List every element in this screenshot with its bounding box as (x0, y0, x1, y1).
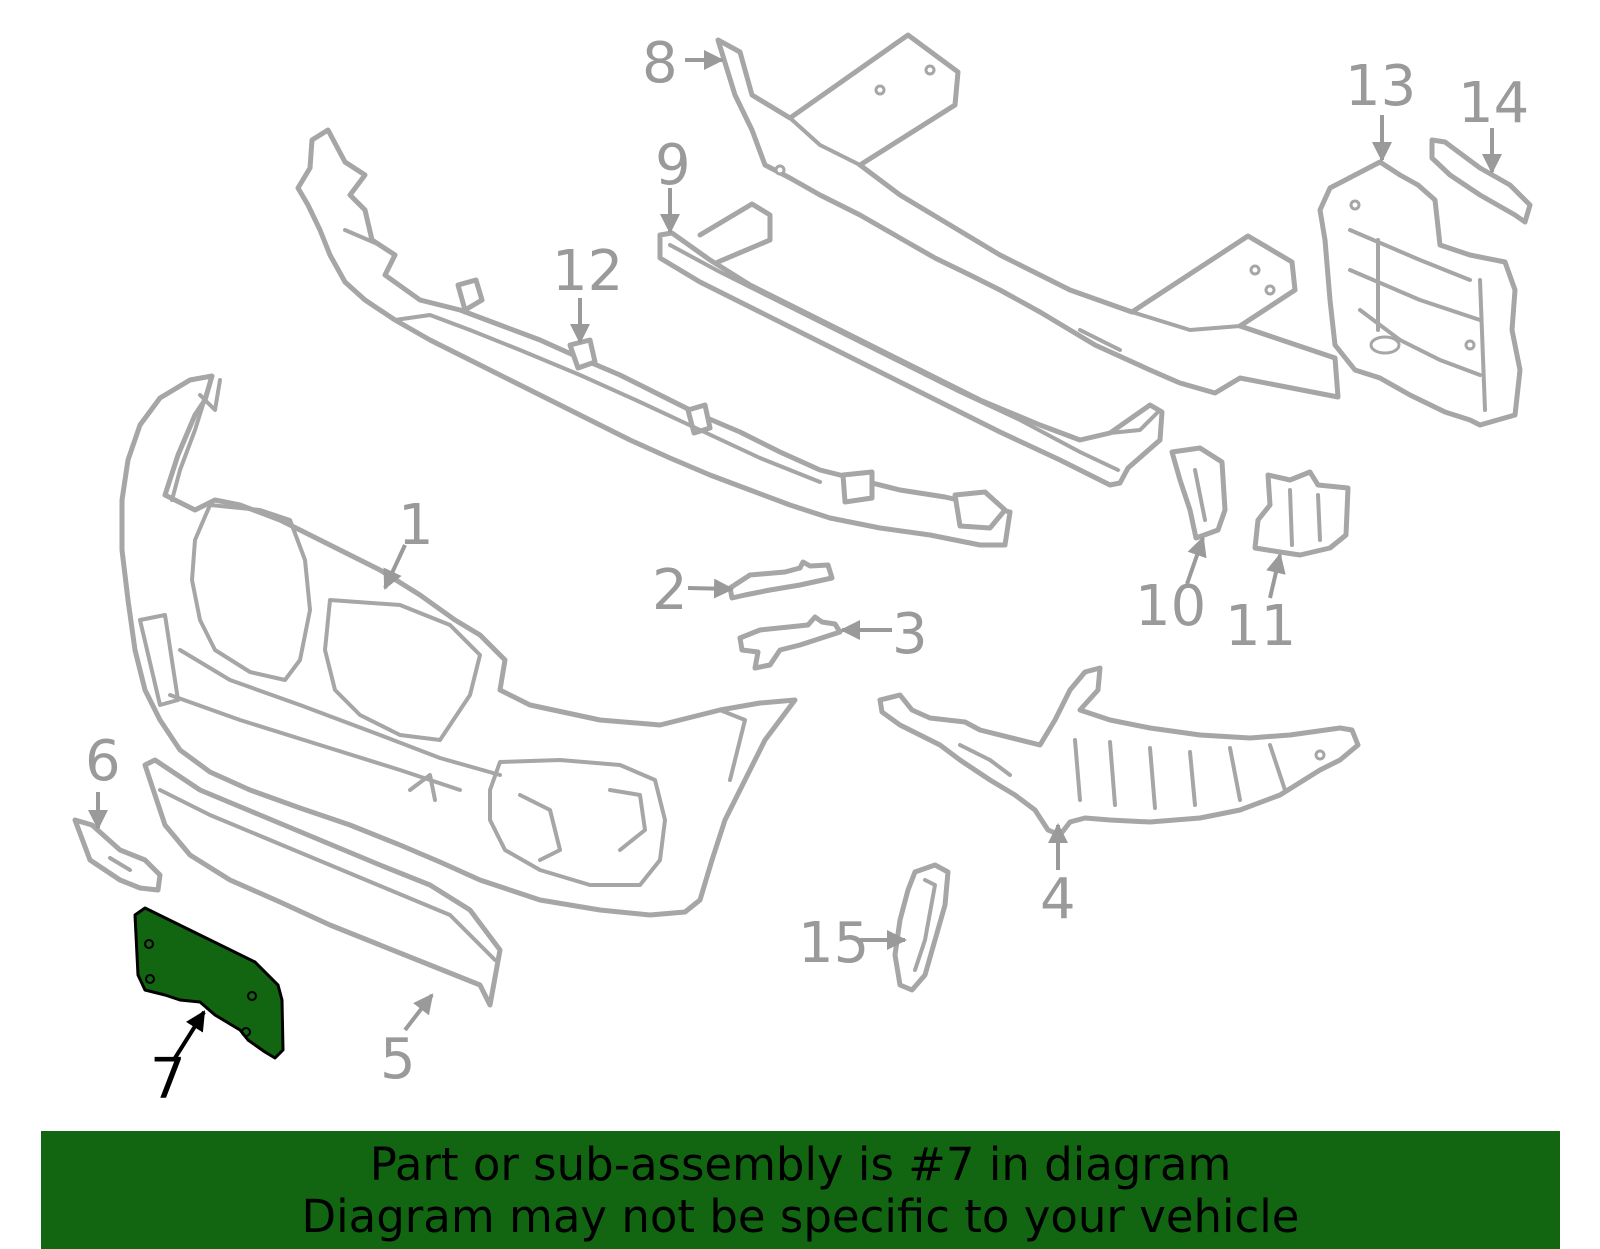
part-7-highlighted-bracket (133, 906, 285, 1060)
callout-7: 7 (150, 1047, 186, 1112)
part-14-strip (1429, 137, 1533, 225)
part-10-bracket (1169, 445, 1228, 541)
leader-5 (403, 993, 434, 1032)
part-5-lower-trim (142, 757, 503, 1008)
callout-3: 3 (892, 602, 928, 667)
callout-4: 4 (1040, 867, 1076, 932)
part-13-bracket-assembly (1317, 159, 1523, 428)
part-9-bumper-beam (657, 201, 1165, 488)
part-8-bumper-carrier-upper (715, 32, 1341, 400)
part-3-bracket (737, 614, 843, 671)
leader-2 (687, 578, 734, 599)
callout-13: 13 (1345, 54, 1416, 119)
callout-2: 2 (652, 558, 688, 623)
part-11-bracket (1252, 469, 1351, 558)
callout-12: 12 (552, 239, 623, 304)
callout-11: 11 (1225, 594, 1296, 659)
leader-1 (383, 544, 407, 590)
banner-line-part-number: Part or sub-assembly is #7 in diagram (369, 1138, 1232, 1191)
part-12-absorber-upper (295, 127, 1013, 548)
callout-5: 5 (380, 1027, 416, 1092)
callout-8: 8 (642, 31, 678, 96)
leader-lines (88, 50, 1502, 1060)
leader-10 (1185, 536, 1207, 585)
callout-labels: 1 2 3 4 5 6 7 8 9 10 11 12 13 14 15 (85, 31, 1529, 1112)
part-6-trim-piece (72, 817, 163, 893)
part-1-bumper-cover (119, 373, 798, 918)
leader-11 (1266, 553, 1286, 599)
leader-7 (173, 1010, 206, 1060)
part-2-bracket (727, 559, 835, 601)
part-15-reflector (892, 862, 951, 993)
info-banner: Part or sub-assembly is #7 in diagram Di… (41, 1131, 1560, 1249)
callout-15: 15 (798, 911, 869, 976)
part-4-lower-carrier (877, 665, 1361, 838)
banner-line-disclaimer: Diagram may not be specific to your vehi… (301, 1190, 1300, 1243)
callout-9: 9 (655, 133, 691, 198)
callout-14: 14 (1458, 71, 1529, 136)
callout-1: 1 (398, 493, 434, 558)
callout-10: 10 (1135, 574, 1206, 639)
callout-6: 6 (85, 729, 121, 794)
